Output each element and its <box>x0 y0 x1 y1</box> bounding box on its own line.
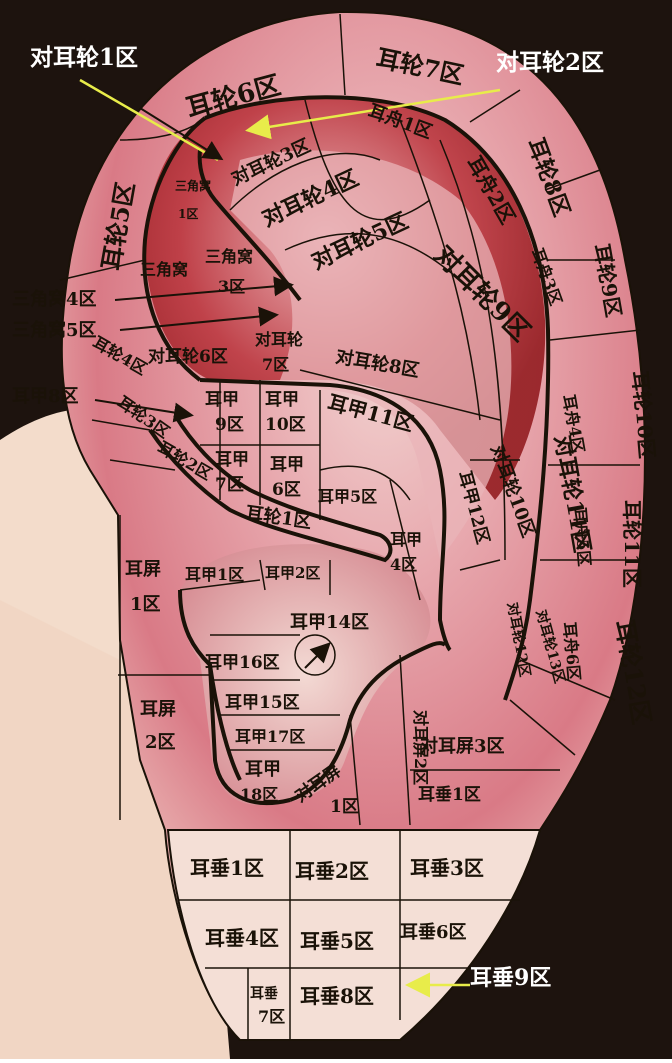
arrows <box>79 78 501 998</box>
zone-antitragus2: 对耳屏2区 <box>411 710 430 785</box>
zone-fossa1-a: 三角窝 <box>175 178 211 193</box>
zone-concha7-a: 耳甲 <box>215 450 249 470</box>
zone-concha15: 耳甲15区 <box>225 693 300 713</box>
zone-tragus2-a: 耳屏 <box>140 699 176 720</box>
callout-lobe9: 耳垂9区 <box>470 965 551 991</box>
zone-antihelix7-a: 对耳轮 <box>255 330 303 349</box>
callout-antihelix1: 对耳轮1区 <box>30 44 138 71</box>
zone-concha2: 耳甲2区 <box>265 564 320 582</box>
zone-concha1: 耳甲1区 <box>185 565 244 584</box>
label-concha8: 耳甲8区 <box>12 386 79 407</box>
zone-fossa2: 三角窝 <box>140 260 188 279</box>
zone-concha4-b: 4区 <box>390 555 417 574</box>
zone-concha5: 耳甲5区 <box>318 487 377 506</box>
zone-concha18-a: 耳甲 <box>245 759 281 780</box>
zone-concha16: 耳甲16区 <box>205 653 280 673</box>
zone-antihelix6: 对耳轮6区 <box>148 346 228 367</box>
zone-lobe6: 耳垂6区 <box>400 922 467 943</box>
zone-concha17: 耳甲17区 <box>235 727 305 746</box>
zone-concha9-a: 耳甲 <box>205 390 239 410</box>
zone-tragus1-b: 1区 <box>130 594 161 615</box>
anatomy-lines <box>142 95 551 806</box>
zone-lobe7-a: 耳垂 <box>250 985 278 1002</box>
zone-concha10-a: 耳甲 <box>265 390 299 410</box>
antihelix-body <box>230 150 512 561</box>
zone-concha6-a: 耳甲 <box>270 455 304 475</box>
label-fossa5: 三角窝5区 <box>12 319 97 341</box>
earlobe <box>166 829 542 1041</box>
zone-concha10-b: 10区 <box>265 415 306 435</box>
zone-lobe4: 耳垂4区 <box>205 926 279 950</box>
zone-concha4-a: 耳甲 <box>390 530 422 549</box>
zone-tragus2-b: 2区 <box>145 732 176 753</box>
zone-tragus1-a: 耳屏 <box>125 559 161 580</box>
zone-antitragus1-b: 1区 <box>330 797 359 817</box>
zone-antitragus3: 对耳屏3区 <box>420 735 505 757</box>
zone-concha6-b: 6区 <box>272 480 301 500</box>
zone-lobe8: 耳垂8区 <box>300 984 374 1008</box>
zone-concha9-b: 9区 <box>215 415 244 435</box>
zone-concha18-b: 18区 <box>240 785 278 804</box>
zone-lobe1: 耳垂1区 <box>190 856 264 880</box>
zone-lobe1-upper: 耳垂1区 <box>418 785 481 805</box>
zone-lobe2: 耳垂2区 <box>295 859 369 883</box>
zone-concha7-b: 7区 <box>215 475 244 495</box>
zone-lobe5: 耳垂5区 <box>300 929 374 953</box>
zone-lines <box>59 13 641 1040</box>
label-fossa4: 三角窝4区 <box>12 288 97 310</box>
zone-lobe3: 耳垂3区 <box>410 856 484 880</box>
zone-fossa1-b: 1区 <box>178 207 198 221</box>
zone-lobe7-b: 7区 <box>258 1007 285 1026</box>
zone-fossa3-b: 3区 <box>218 277 245 296</box>
zone-helix11: 耳轮11区 <box>620 500 644 588</box>
callout-antihelix2: 对耳轮2区 <box>496 49 604 76</box>
zone-concha14: 耳甲14区 <box>290 612 369 633</box>
zone-antihelix7-b: 7区 <box>262 355 289 374</box>
concha-cavity <box>179 544 431 805</box>
zone-fossa3-a: 三角窝 <box>205 247 253 266</box>
